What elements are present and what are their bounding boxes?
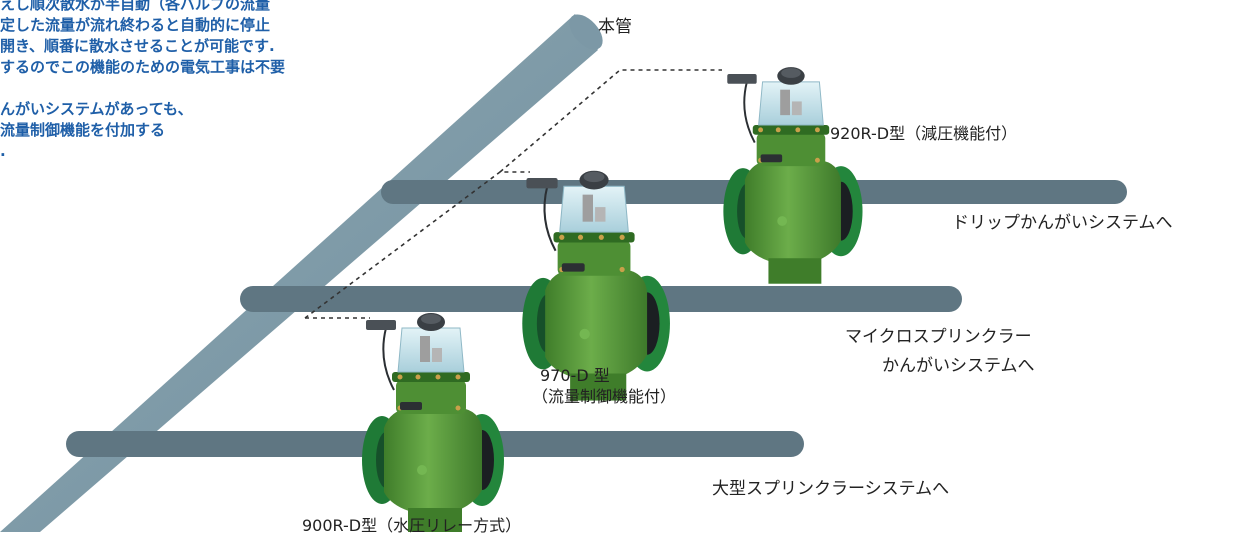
description-line: んがいシステムがあっても、 [0,100,193,118]
large-destination-label: 大型スプリンクラーシステムへ [712,479,950,499]
valve-900 [361,312,505,532]
description-line [0,78,285,99]
micro-destination-label-2: かんがいシステムへ [882,356,1035,376]
description-line: 流量制御機能を付加する [0,121,166,139]
valve-970-label-2: （流量制御機能付） [532,387,677,406]
description-line: 定した流量が流れ終わると自動的に停止 [0,16,271,34]
description-line: 開き、順番に散水させることが可能です. [0,37,275,55]
signal-lines [304,69,722,319]
description-text: えし順次散水が半自動（各バルブの流量 定した流量が流れ終わると自動的に停止 開き… [0,0,285,162]
main-pipe-label: 本管 [598,17,632,37]
description-line: するのでこの機能のための電気工事は不要 [0,58,286,76]
description-line: えし順次散水が半自動（各バルブの流量 [0,0,271,13]
valve-920 [722,66,864,285]
drip-destination-label: ドリップかんがいシステムへ [952,213,1173,233]
micro-destination-label-1: マイクロスプリンクラー [845,327,1032,347]
valve-900-label: 900R-D型（水圧リレー方式） [302,516,522,535]
valve-970-label-1: 970-D 型 [540,366,610,385]
valve-920-label: 920R-D型（減圧機能付） [830,124,1018,143]
description-line: . [0,142,6,160]
main-pipe [0,14,603,532]
